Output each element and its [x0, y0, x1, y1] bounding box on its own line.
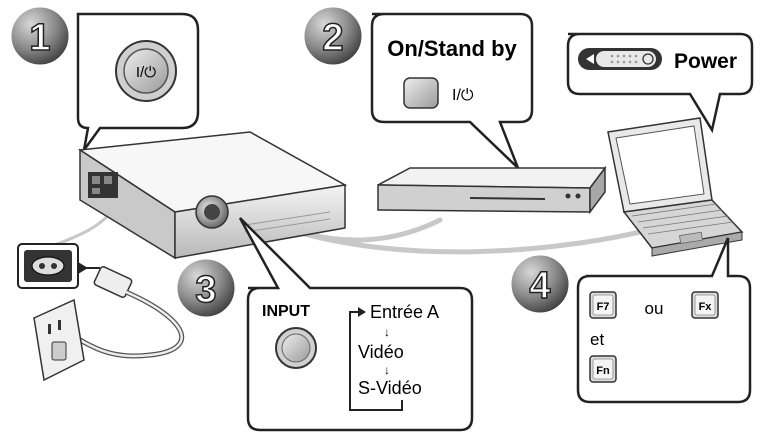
dvd-player [377, 165, 607, 215]
input-label: INPUT [262, 303, 310, 320]
callout-function-keys: F7 ou Fx et Fn [576, 237, 752, 404]
step-number-1: 1 [29, 17, 50, 59]
plug-arrow-icon [78, 262, 88, 274]
key-f7[interactable]: F7 [589, 291, 617, 319]
key-fx[interactable]: Fx [691, 291, 719, 319]
switch-arrow-icon [586, 54, 594, 64]
callout-laptop-power: Power [566, 32, 754, 134]
key-f7-label: F7 [597, 301, 610, 313]
input-cycle-arrow [349, 311, 403, 411]
source-video: Vidéo [358, 342, 404, 362]
step-badge-1: 1 [8, 4, 72, 68]
wall-outlet [33, 298, 85, 382]
step-badge-3: 3 [174, 256, 238, 320]
step-badge-4: 4 [508, 252, 572, 316]
projector-power-label: I/⏻ [136, 64, 156, 81]
callout-on-standby: On/Stand by I/⏻ [370, 12, 534, 169]
source-entree-a: Entrée A [370, 302, 439, 322]
dvd-power-button[interactable] [403, 77, 439, 109]
step-badge-2: 2 [301, 4, 365, 68]
down-arrow-icon: ↓ [384, 325, 390, 339]
and-text: et [590, 330, 604, 349]
step-number-3: 3 [195, 269, 216, 311]
source-s-video: S-Vidéo [358, 378, 422, 398]
step-number-2: 2 [322, 17, 343, 59]
dvd-power-label: I/⏻ [452, 87, 474, 104]
step-number-4: 4 [529, 265, 550, 307]
key-fn-label: Fn [596, 365, 610, 377]
power-icon [642, 53, 654, 65]
key-fx-label: Fx [699, 301, 713, 313]
projector-input-panel [88, 172, 118, 198]
power-label: Power [674, 50, 737, 73]
down-arrow-icon: ↓ [384, 363, 390, 377]
cycle-arrow-icon [358, 307, 366, 317]
callout-projector-power: I/⏻ [76, 12, 200, 151]
projector [77, 131, 348, 260]
or-text: ou [645, 299, 664, 318]
callout-input: INPUT Entrée A ↓ Vidéo ↓ S-Vidéo [238, 217, 474, 432]
laptop [607, 117, 744, 257]
on-standby-title: On/Stand by [387, 36, 517, 61]
key-fn[interactable]: Fn [589, 355, 617, 383]
power-cord [17, 243, 184, 382]
